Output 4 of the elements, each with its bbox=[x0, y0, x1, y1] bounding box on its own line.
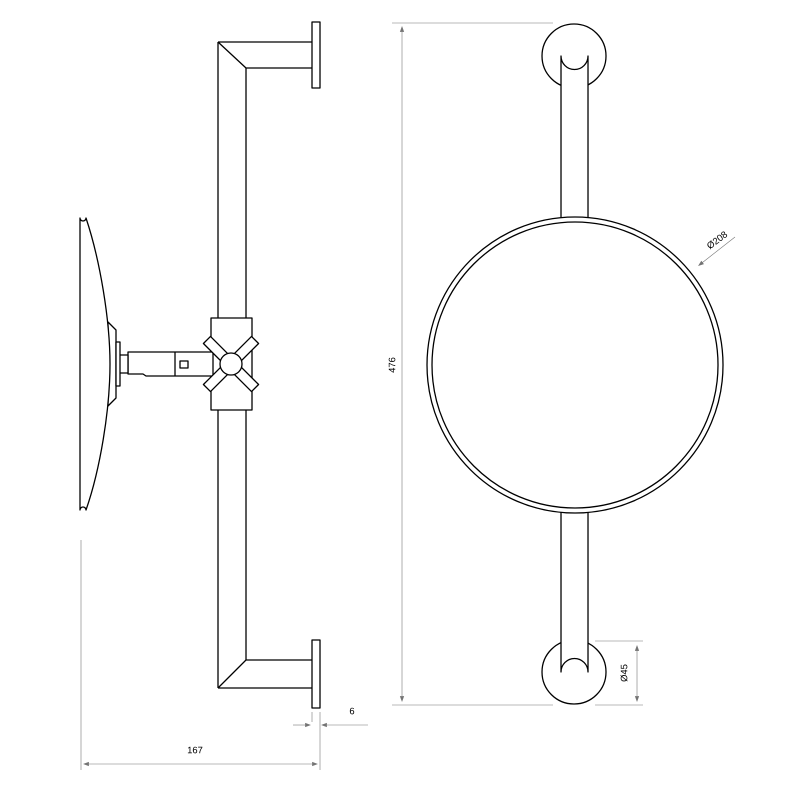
dimension-label: 6 bbox=[350, 708, 354, 714]
dimension-label: 167 bbox=[188, 746, 202, 754]
dimension-label: 476 bbox=[388, 358, 396, 373]
dimension-label: Ø45 bbox=[620, 664, 628, 682]
